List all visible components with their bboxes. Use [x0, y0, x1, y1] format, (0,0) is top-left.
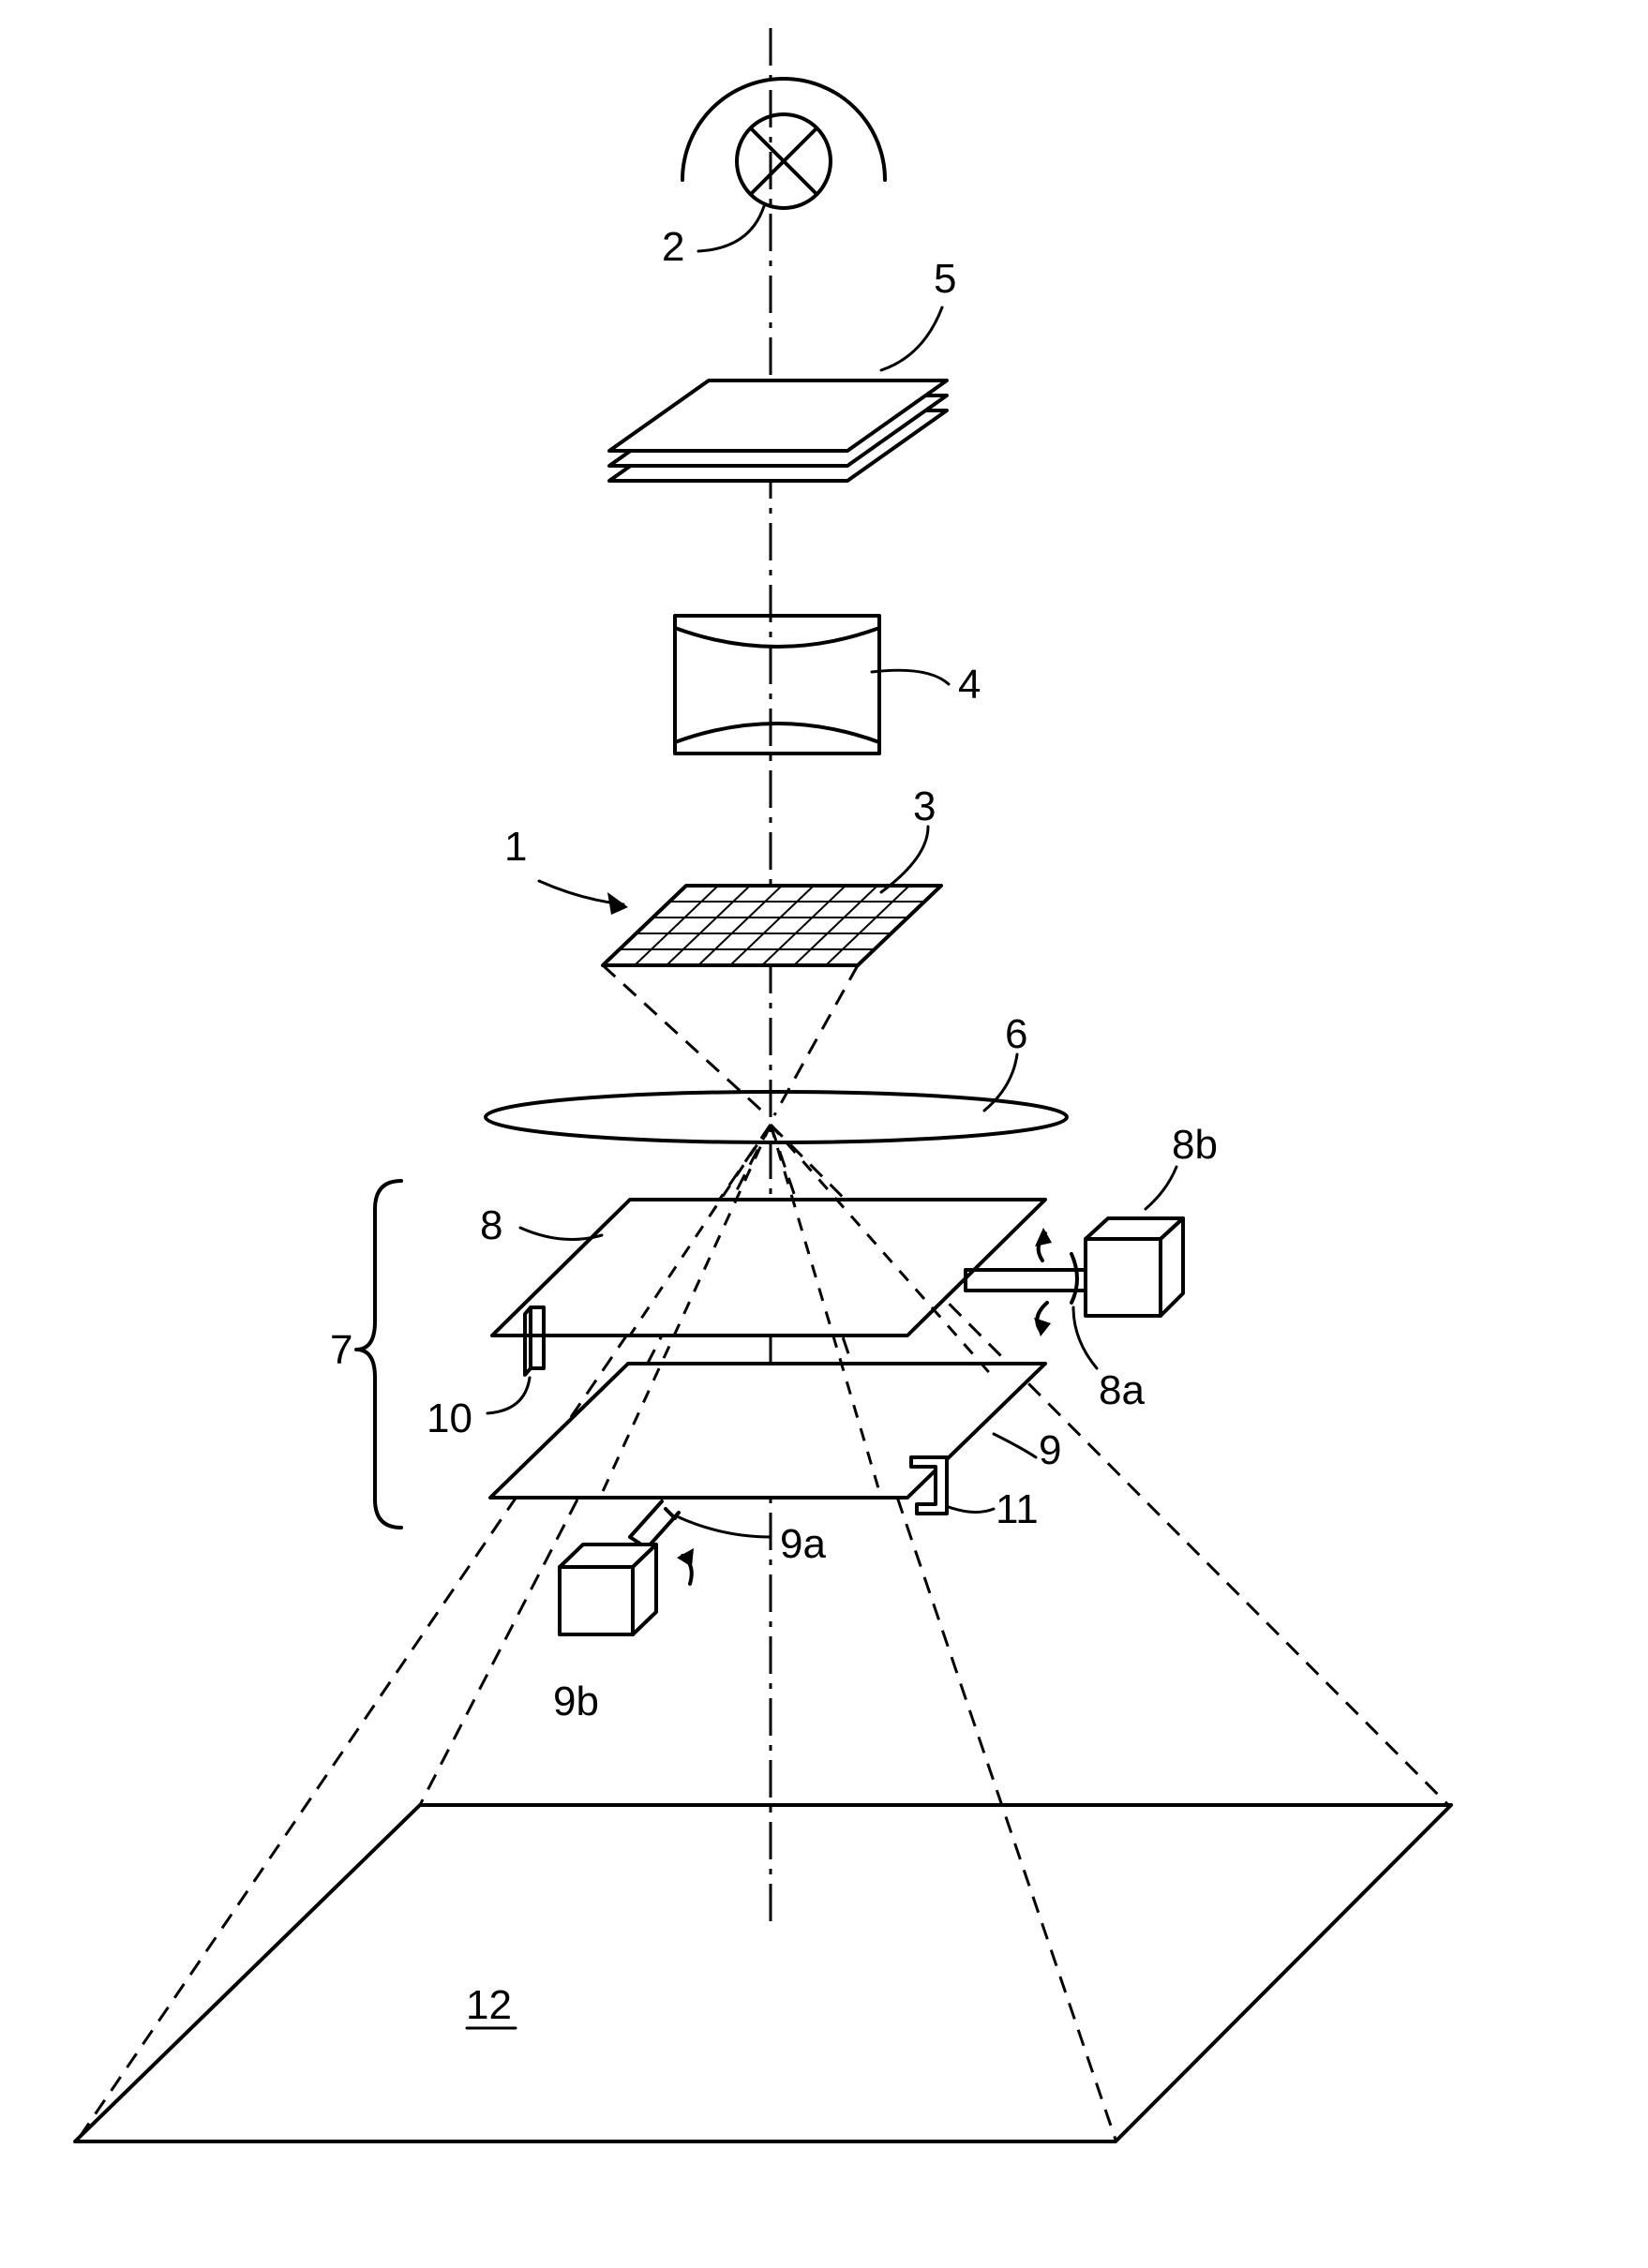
label-lamp: 2 [662, 224, 684, 270]
label-plate-9: 9 [1039, 1427, 1061, 1473]
label-shaft-8a: 8a [1099, 1367, 1145, 1413]
label-filter-stack: 5 [934, 256, 956, 302]
label-shaft-9a: 9a [780, 1521, 826, 1567]
label-plate-8: 8 [480, 1202, 502, 1248]
group-brace [356, 1181, 401, 1528]
label-modulator: 1 [504, 824, 527, 870]
label-motor-9b: 9b [553, 1679, 599, 1724]
projection-screen [75, 1805, 1451, 2141]
label-projection-lens: 6 [1005, 1011, 1027, 1057]
motor-9b-assembly [560, 1501, 771, 1634]
label-group: 7 [330, 1327, 352, 1373]
condenser-lens [675, 616, 949, 754]
label-screen: 12 [466, 1982, 512, 2028]
label-motor-8b: 8b [1172, 1122, 1218, 1168]
bracket-11 [911, 1457, 994, 1514]
lamp [682, 79, 885, 251]
rotating-plate-upper [492, 1125, 1045, 1335]
label-bracket-11: 11 [996, 1486, 1039, 1532]
label-condenser-lens: 4 [958, 662, 981, 708]
motor-8b-assembly [966, 1167, 1183, 1368]
label-grid: 3 [913, 783, 936, 829]
modulator-grid [539, 827, 941, 965]
filter-stack [609, 307, 947, 481]
label-bracket-10: 10 [427, 1395, 472, 1441]
